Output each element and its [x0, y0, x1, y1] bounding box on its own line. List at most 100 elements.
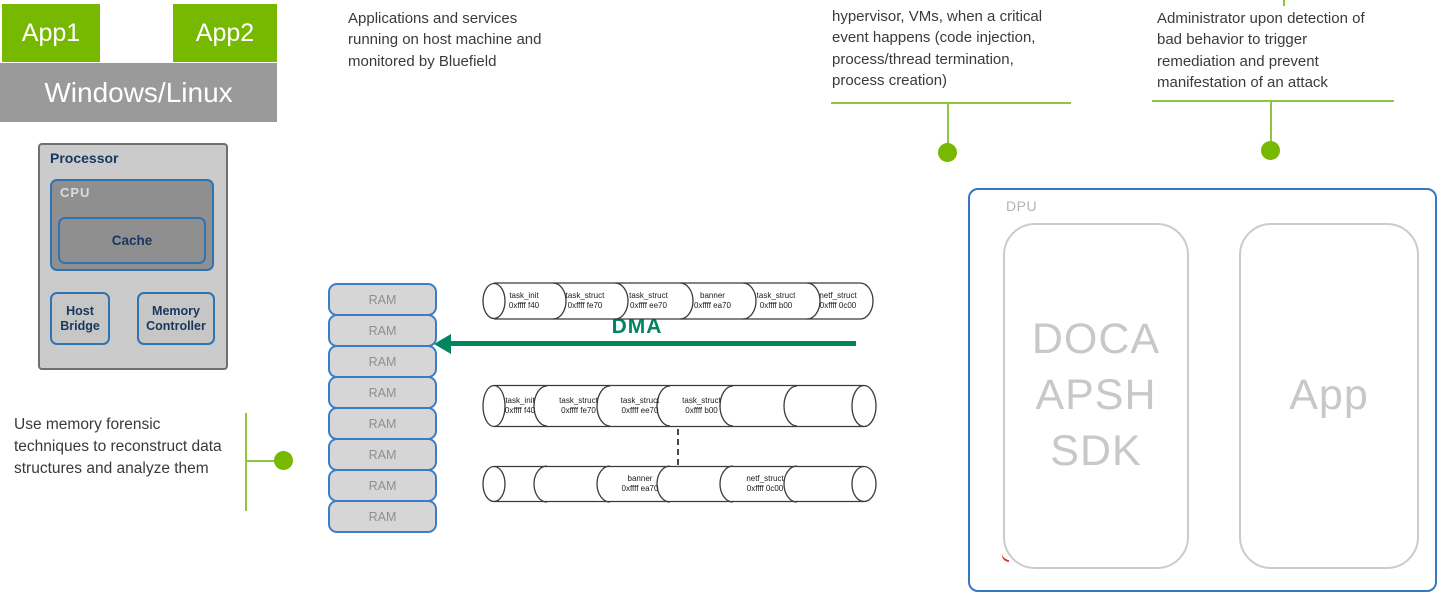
host-bridge-box: Host Bridge	[50, 292, 110, 345]
memory-chain-top: task_init 0xffff f40 task_struct 0xffff …	[478, 282, 880, 320]
dpu-app-box: App	[1239, 223, 1419, 569]
memory-chain-bottom: banner 0xffff ea70 netf_struct 0xffff 0c…	[478, 465, 880, 503]
chain-segment: netf_struct 0xffff 0c00	[809, 284, 867, 318]
ram-item: RAM	[328, 376, 437, 409]
segment-name: task_struct	[565, 291, 605, 301]
segment-address: 0xffff b00	[759, 301, 793, 310]
note-admin: Administrator upon detection of bad beha…	[1157, 10, 1365, 91]
cylinder-outline	[494, 384, 864, 428]
cpu-label: CPU	[60, 185, 91, 200]
app2-box: App2	[173, 4, 277, 62]
segment-name: banner	[700, 291, 725, 301]
chain-segment: task_struct 0xffff ee70	[612, 386, 668, 426]
admin-callout-leader	[1270, 100, 1272, 144]
chain-segment: banner 0xffff ea70	[612, 467, 668, 501]
segment-divider	[783, 465, 798, 503]
chain-segment: netf_struct 0xffff 0c00	[735, 467, 795, 501]
forensics-callout-dot	[274, 451, 293, 470]
note-monitored: Applications and services running on hos…	[348, 10, 542, 70]
segment-address: 0xffff fe70	[561, 406, 596, 415]
events-callout-line	[831, 102, 1071, 104]
segment-divider	[742, 282, 757, 320]
app1-box: App1	[2, 4, 100, 62]
segment-divider	[596, 385, 611, 427]
dpu-box: DPU DOCA APSH SDK App	[968, 188, 1437, 592]
cylinder-bottom	[482, 465, 877, 503]
cylinder-middle	[482, 384, 877, 428]
memory-chain-middle: task_init 0xffff f40 task_struct 0xffff …	[478, 384, 880, 428]
memory-controller-box: Memory Controller	[137, 292, 215, 345]
admin-top-leader	[1283, 0, 1285, 6]
segment-name: task_struct	[756, 291, 796, 301]
segment-address: 0xffff f40	[508, 301, 540, 310]
cylinder-left-cap	[482, 384, 506, 428]
segment-address: 0xffff fe70	[567, 301, 603, 310]
segment-name: netf_struct	[746, 474, 784, 484]
ram-item: RAM	[328, 500, 437, 533]
cylinder-right-cap	[851, 465, 877, 503]
chain-segment: task_init 0xffff f40	[494, 386, 546, 426]
segment-address: 0xffff f40	[504, 406, 536, 415]
segment-divider	[656, 465, 671, 503]
cylinder-left-cap	[482, 282, 506, 320]
segment-divider	[596, 465, 611, 503]
cylinder-top	[482, 282, 874, 320]
chain-segment: banner 0xffff ea70	[682, 284, 743, 318]
dma-arrowhead-icon	[434, 334, 451, 354]
ram-item: RAM	[328, 314, 437, 347]
segment-divider	[552, 282, 567, 320]
dma-arrow	[449, 341, 856, 346]
chain-segment: task_init 0xffff f40	[495, 284, 553, 318]
note-forensics: Use memory forensic techniques to recons…	[14, 416, 222, 477]
note-events: hypervisor, VMs, when a critical event h…	[832, 8, 1043, 89]
chain-segment: task_struct 0xffff fe70	[549, 386, 608, 426]
segment-divider	[719, 465, 734, 503]
segment-name: task_struct	[559, 396, 598, 406]
ram-item: RAM	[328, 469, 437, 502]
segment-name: task_init	[505, 396, 535, 406]
segment-address: 0xffff ee70	[630, 301, 667, 310]
segment-divider	[806, 282, 821, 320]
admin-callout-dot	[1261, 141, 1280, 160]
segment-address: 0xffff ee70	[621, 406, 659, 415]
chain-segment: task_struct 0xffff b00	[672, 386, 731, 426]
segment-name: task_struct	[682, 396, 721, 406]
segment-name: task_struct	[620, 396, 660, 406]
doca-apsh-sdk-box: DOCA APSH SDK	[1003, 223, 1189, 569]
forensics-callout-leader	[246, 460, 278, 462]
segment-divider	[679, 282, 694, 320]
ram-stack: RAM RAM RAM RAM RAM RAM RAM RAM	[328, 283, 437, 533]
chain-segment: task_struct 0xffff b00	[745, 284, 807, 318]
segment-divider	[719, 385, 734, 427]
ram-item: RAM	[328, 345, 437, 378]
segment-address: 0xffff ea70	[694, 301, 731, 310]
chain-segment: task_struct 0xffff fe70	[555, 284, 615, 318]
ram-item: RAM	[328, 438, 437, 471]
segment-address: 0xffff 0c00	[819, 301, 857, 310]
segment-name: task_struct	[629, 291, 668, 301]
admin-callout-line	[1152, 100, 1394, 102]
segment-divider	[614, 282, 629, 320]
segment-name: task_init	[509, 291, 539, 301]
cylinder-right-cap	[851, 384, 877, 428]
segment-divider	[656, 385, 671, 427]
segment-name: banner	[627, 474, 653, 484]
cpu-box: CPU Cache	[50, 179, 214, 271]
events-callout-dot	[938, 143, 957, 162]
os-box: Windows/Linux	[0, 63, 277, 122]
cylinder-outline	[494, 282, 874, 320]
ram-item: RAM	[328, 283, 437, 316]
segment-address: 0xffff b00	[685, 406, 718, 415]
ram-item: RAM	[328, 407, 437, 440]
cylinder-left-cap	[482, 465, 506, 503]
processor-label: Processor	[50, 150, 119, 166]
segment-name: netf_struct	[819, 291, 857, 301]
segment-address: 0xffff ea70	[621, 484, 659, 493]
forensics-callout-line	[245, 413, 247, 511]
dma-label: DMA	[611, 315, 663, 338]
cylinder-outline	[494, 465, 864, 503]
segment-divider	[783, 385, 798, 427]
segment-divider	[533, 465, 548, 503]
chain-segment: task_struct 0xffff ee70	[617, 284, 680, 318]
